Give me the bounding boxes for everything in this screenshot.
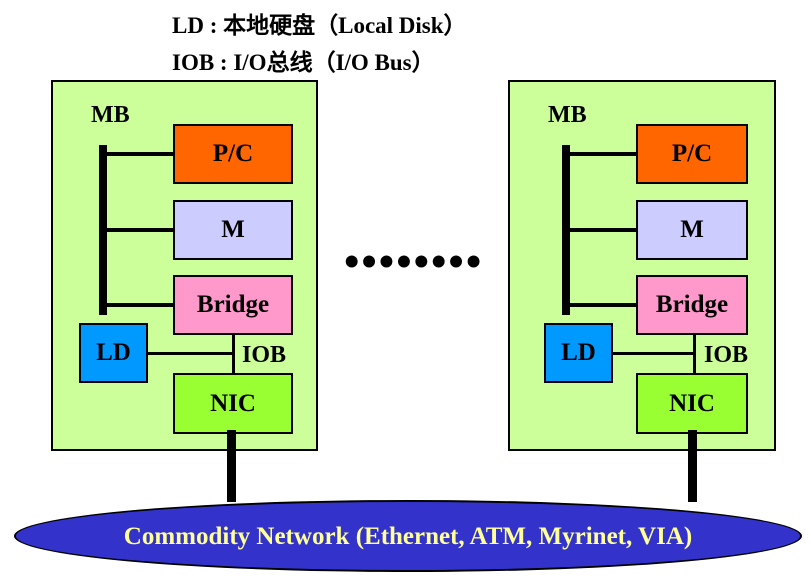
processor-cache-label: P/C [671, 140, 713, 167]
bus-link-memory [570, 228, 638, 232]
memory-label: M [221, 216, 245, 243]
nic-label: NIC [669, 389, 715, 417]
io-bus-line [693, 335, 696, 373]
memory-box: M [173, 200, 293, 260]
memory-bus-line [562, 145, 570, 315]
memory-box: M [636, 200, 748, 260]
node-2-network-link [688, 430, 697, 502]
local-disk-label: LD [96, 339, 131, 366]
io-bus-label: IOB [242, 342, 287, 368]
bridge-box: Bridge [636, 275, 748, 335]
legend-local-disk: LD : 本地硬盘（Local Disk） [172, 13, 467, 38]
memory-label: M [680, 216, 704, 243]
io-bus-line [232, 335, 235, 373]
io-bus-link-disk [608, 352, 694, 355]
processor-cache-box: P/C [636, 124, 748, 184]
bus-link-memory [107, 228, 175, 232]
io-bus-label: IOB [704, 342, 749, 368]
nic-box: NIC [173, 373, 293, 434]
memory-bus-label: MB [548, 102, 587, 128]
commodity-network: Commodity Network (Ethernet, ATM, Myrine… [14, 500, 802, 572]
local-disk-label: LD [561, 339, 596, 366]
more-nodes-ellipsis: •••••••• [344, 237, 484, 286]
bridge-box: Bridge [173, 275, 293, 335]
bus-link-bridge [570, 303, 638, 307]
memory-bus-line [99, 145, 107, 315]
bus-link-pc [570, 152, 638, 156]
cluster-node-1: MB P/C M Bridge IOB LD NIC [51, 80, 318, 451]
bridge-label: Bridge [655, 291, 729, 318]
processor-cache-box: P/C [173, 124, 293, 184]
bus-link-bridge [107, 303, 175, 307]
memory-bus-label: MB [91, 102, 130, 128]
processor-cache-label: P/C [212, 140, 254, 167]
legend-io-bus: IOB : I/O总线（I/O Bus） [172, 50, 435, 75]
nic-box: NIC [636, 373, 748, 434]
io-bus-link-disk [147, 352, 233, 355]
local-disk-box: LD [79, 323, 148, 383]
cluster-node-2: MB P/C M Bridge IOB LD NIC [508, 80, 776, 451]
nic-label: NIC [210, 389, 256, 417]
bus-link-pc [107, 152, 175, 156]
local-disk-box: LD [544, 323, 613, 383]
node-1-network-link [227, 430, 236, 502]
commodity-network-label: Commodity Network (Ethernet, ATM, Myrine… [123, 523, 693, 550]
bridge-label: Bridge [196, 291, 270, 318]
